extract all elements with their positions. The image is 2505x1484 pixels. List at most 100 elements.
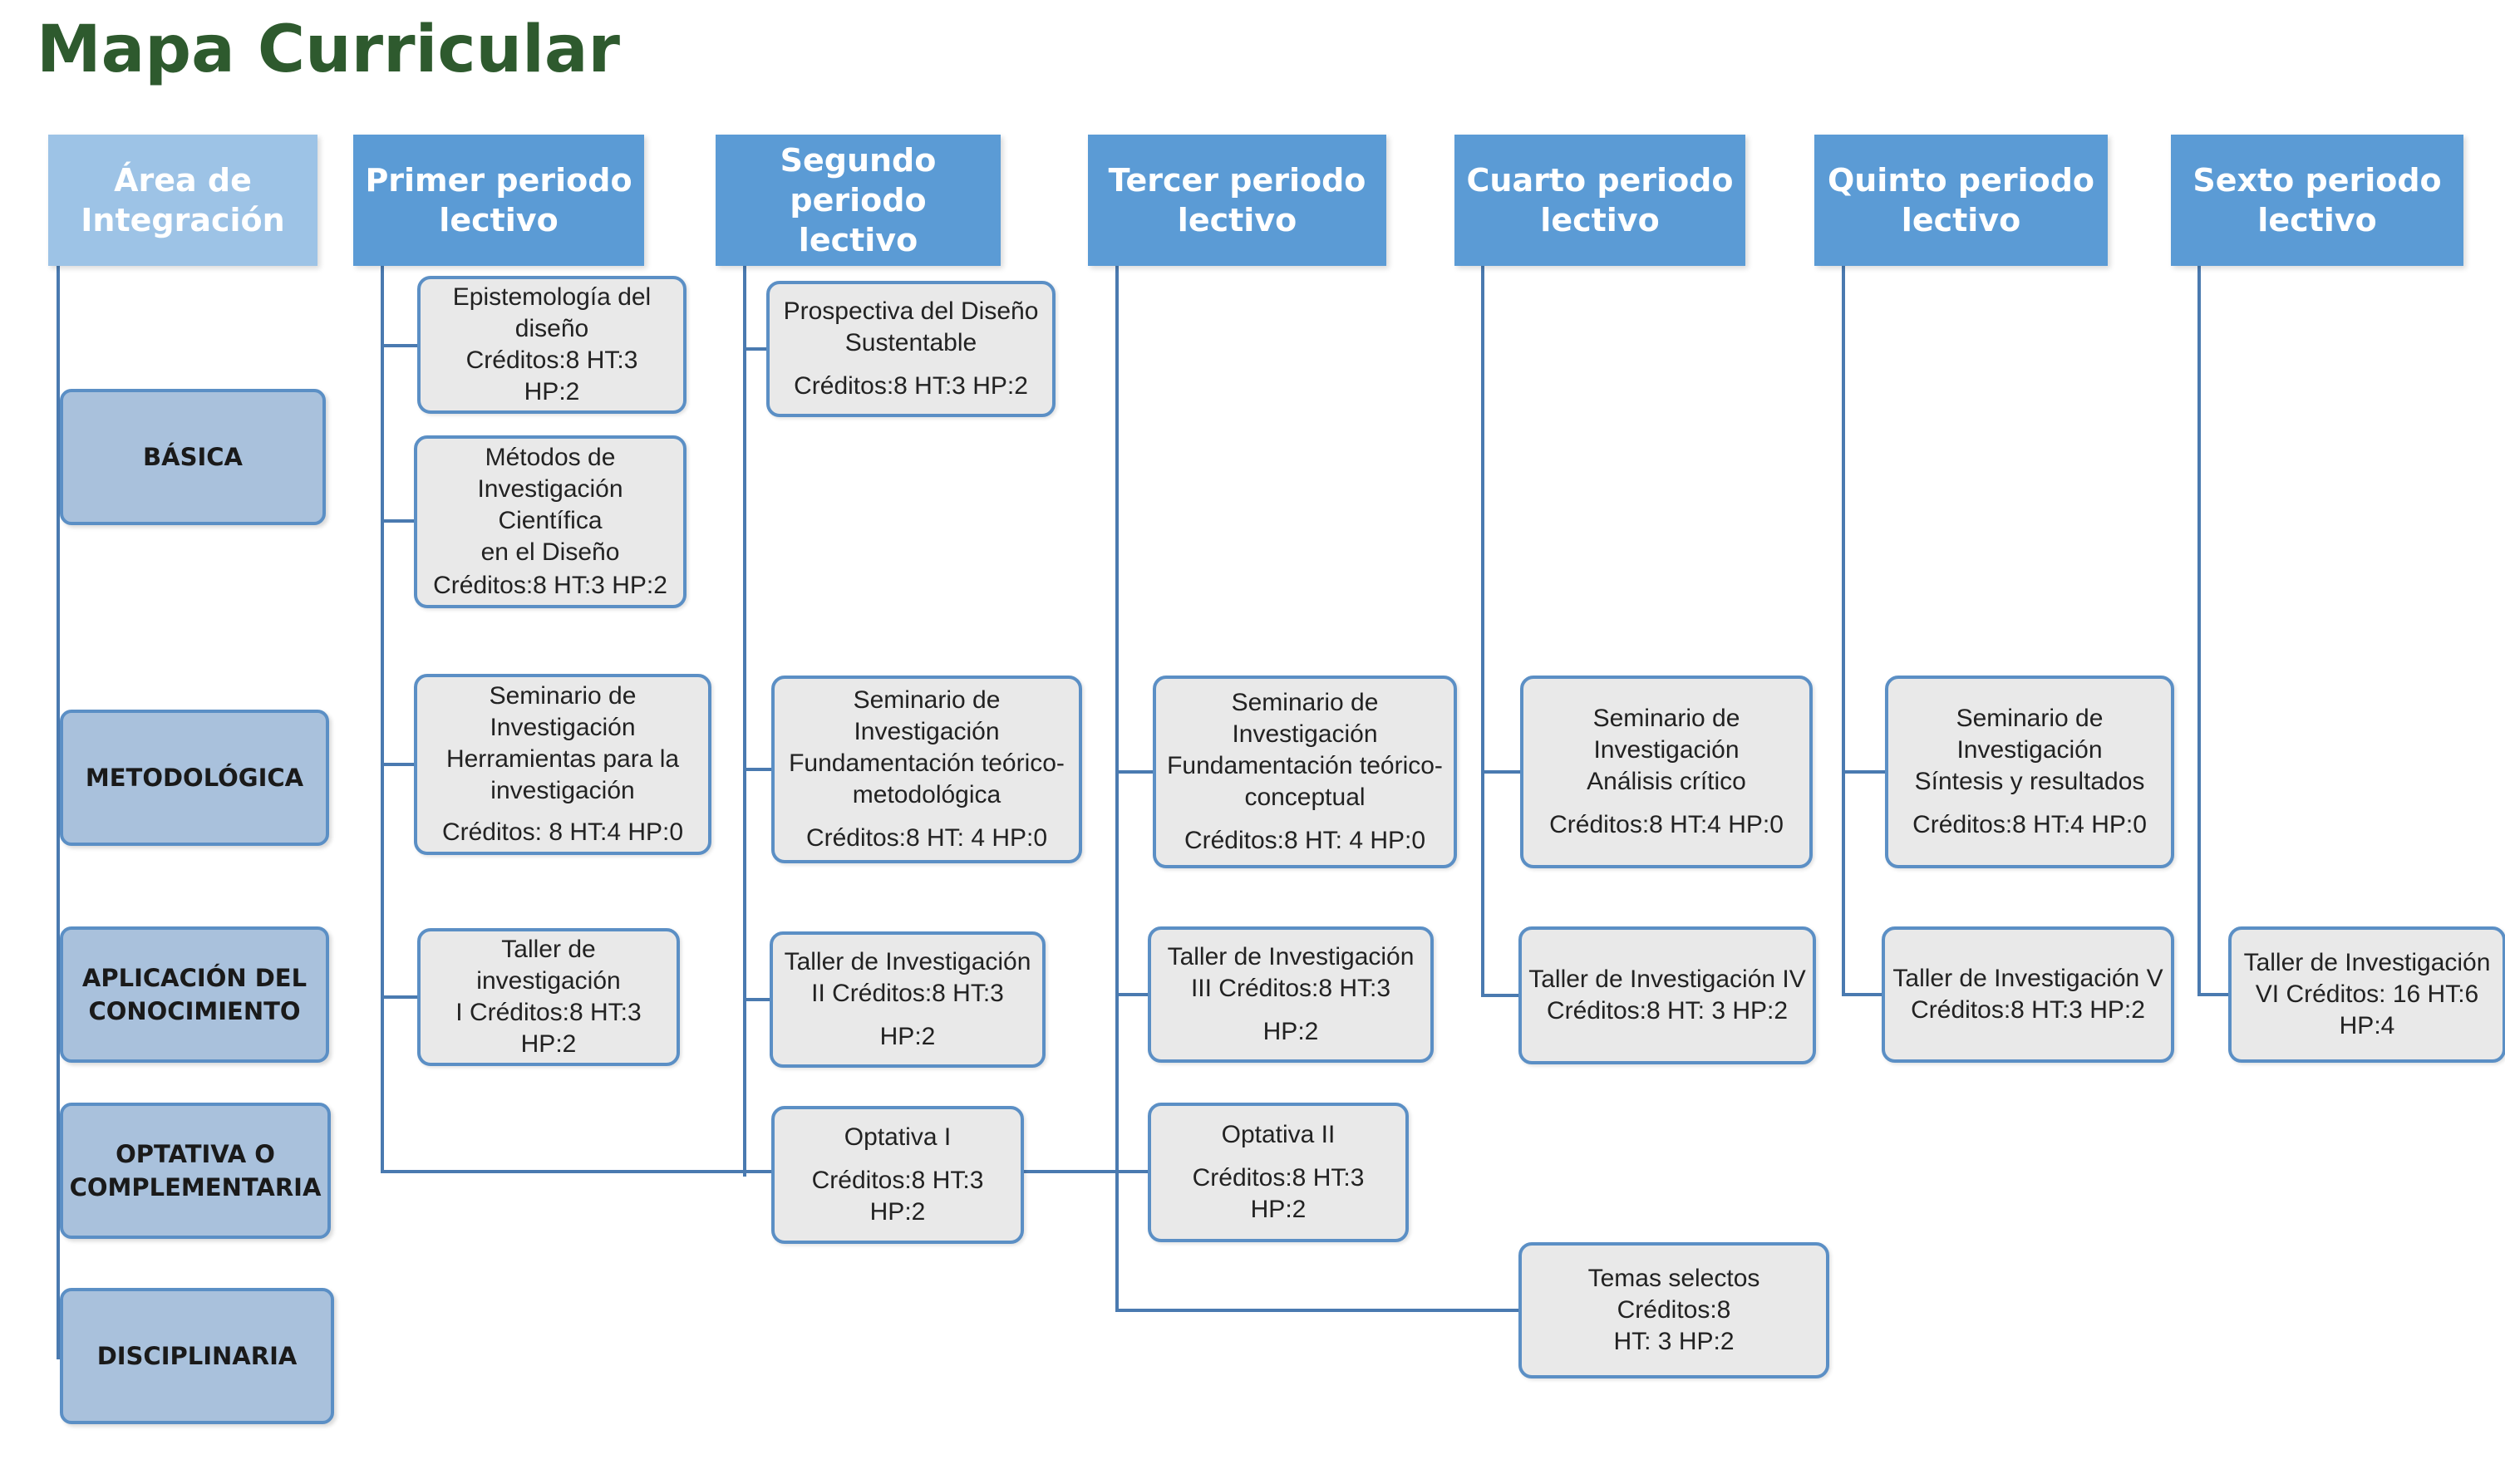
text-line: Créditos:8 HT:3: [811, 1167, 984, 1194]
area-metodologica: METODOLÓGICA: [60, 710, 329, 846]
text-line: Taller de Investigación: [1167, 943, 1415, 970]
text-line: Investigación Científica: [477, 475, 623, 534]
text-line: Quinto periodo: [1827, 162, 2095, 199]
text-line: Taller de Investigación IV: [1528, 966, 1806, 993]
text-line: Seminario de: [853, 686, 1001, 714]
text-line: Integración: [81, 202, 285, 238]
text-line: Prospectiva del Diseño: [783, 297, 1039, 325]
course-taller6: Taller de Investigación VI Créditos: 16 H…: [2228, 926, 2505, 1063]
text-line: lectivo: [1177, 202, 1297, 238]
text-line: lectivo: [798, 222, 918, 258]
text-line: HP:2: [1262, 1018, 1319, 1045]
text-line: Créditos:8 HT:3 HP:2: [433, 572, 667, 599]
text-line: Investigación: [854, 718, 1000, 745]
text-line: HP:2: [1250, 1196, 1307, 1223]
course-taller2: Taller de Investigación II Créditos:8 HT:…: [770, 931, 1046, 1068]
text-line: Sustentable: [844, 329, 977, 356]
text-line: Investigación: [490, 714, 636, 741]
text-line: DISCIPLINARIA: [96, 1342, 298, 1370]
text-line: Área de: [114, 162, 252, 199]
text-line: lectivo: [439, 202, 559, 238]
text-line: APLICACIÓN DEL: [81, 964, 308, 992]
text-line: Métodos de: [485, 444, 616, 471]
text-line: Epistemología del: [452, 283, 652, 311]
text-line: Herramientas para la: [445, 745, 680, 773]
text-line: lectivo: [1901, 202, 2021, 238]
text-line: conceptual: [1244, 784, 1366, 811]
text-line: CONOCIMIENTO: [88, 997, 301, 1025]
text-line: investigación: [490, 777, 635, 804]
course-metodos: Métodos de Investigación Científica en el …: [414, 435, 687, 608]
area-basica: BÁSICA: [60, 389, 326, 525]
text-line: Créditos:8 HT:3: [1192, 1164, 1365, 1192]
text-line: Créditos:8 HT: 4 HP:0: [805, 824, 1048, 852]
text-line: VI Créditos: 16 HT:6: [2255, 980, 2479, 1008]
area-aplicacion: APLICACIÓN DEL CONOCIMIENTO: [60, 926, 329, 1063]
text-line: Cuarto periodo: [1466, 162, 1734, 199]
text-line: en el Diseño: [480, 538, 620, 566]
text-line: Temas selectos Créditos:8: [1587, 1265, 1760, 1324]
text-line: Investigación: [1956, 736, 2103, 764]
text-line: II Créditos:8 HT:3: [811, 980, 1004, 1007]
text-line: HP:2: [524, 378, 580, 405]
text-line: Seminario de: [1231, 689, 1379, 716]
text-line: Investigación: [1232, 720, 1378, 748]
text-line: Fundamentación teórico-: [1167, 752, 1443, 779]
text-line: Créditos: 8 HT:4 HP:0: [441, 818, 684, 846]
text-line: III Créditos:8 HT:3: [1190, 975, 1391, 1002]
text-line: Taller de Investigación: [784, 948, 1031, 975]
text-line: Tercer periodo: [1108, 162, 1366, 199]
course-taller4: Taller de Investigación IV Créditos:8 HT:…: [1518, 926, 1816, 1064]
text-line: Seminario de: [489, 682, 637, 710]
text-line: Créditos:8 HT:4 HP:0: [1912, 811, 2147, 838]
text-line: metodológica: [852, 781, 1002, 808]
text-line: diseño: [514, 315, 589, 342]
text-line: HP:2: [879, 1023, 936, 1050]
text-line: Créditos:8 HT: 4 HP:0: [1184, 827, 1426, 854]
text-line: Fundamentación teórico-: [789, 749, 1065, 777]
text-line: HP:4: [2339, 1012, 2395, 1039]
text-line: HT: 3 HP:2: [1613, 1328, 1735, 1355]
course-taller1: Taller de investigación I Créditos:8 HT:3…: [417, 928, 680, 1066]
text-line: Optativa I: [844, 1123, 952, 1151]
text-line: Créditos:8 HT:3: [465, 346, 638, 374]
text-line: Créditos:8 HT:3 HP:2: [1911, 996, 2145, 1024]
page-title: Mapa Curricular: [37, 12, 620, 87]
area-disciplinaria: DISCIPLINARIA: [60, 1288, 334, 1424]
text-line: lectivo: [1540, 202, 1660, 238]
text-line: Taller de Investigación: [2243, 949, 2491, 976]
text-line: Sexto periodo: [2192, 162, 2442, 199]
text-line: lectivo: [2257, 202, 2377, 238]
text-line: Análisis crítico: [1587, 768, 1746, 795]
text-line: Optativa II: [1221, 1121, 1336, 1148]
text-line: Seminario de: [1592, 705, 1740, 732]
text-line: Síntesis y resultados: [1914, 768, 2145, 795]
text-line: Créditos:8 HT: 3 HP:2: [1546, 997, 1789, 1025]
text-line: OPTATIVA O: [116, 1140, 275, 1168]
text-line: Investigación: [1593, 736, 1740, 764]
text-line: HP:2: [869, 1198, 926, 1226]
text-line: Créditos:8 HT:4 HP:0: [1549, 811, 1784, 838]
text-line: BÁSICA: [143, 443, 243, 471]
text-line: I Créditos:8 HT:3: [455, 999, 642, 1026]
text-line: Taller de investigación: [476, 936, 621, 995]
